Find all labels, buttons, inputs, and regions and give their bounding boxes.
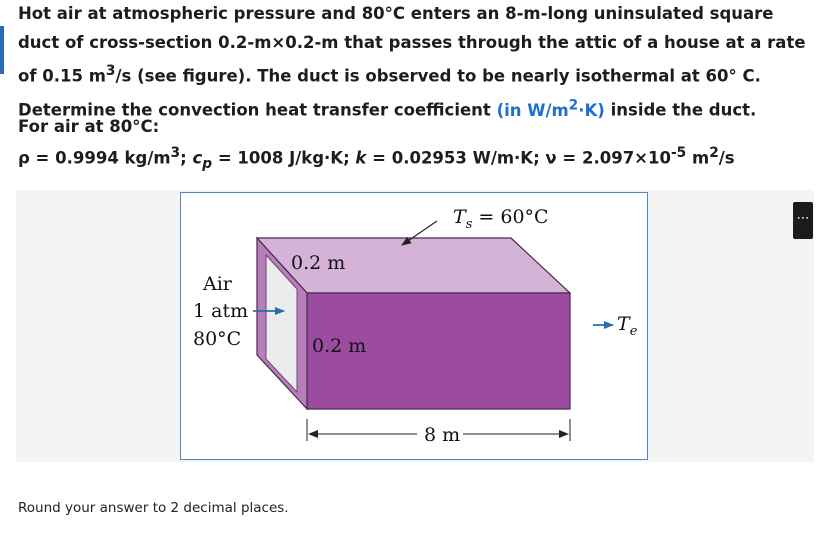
exit-temp-label: Te	[617, 313, 638, 339]
width-dimension: 0.2 m	[312, 335, 366, 357]
rounding-instruction: Round your answer to 2 decimal places.	[18, 500, 289, 516]
accent-bar	[0, 26, 4, 74]
inlet-air-label: Air	[202, 273, 233, 295]
inlet-pressure-label: 1 atm	[193, 300, 248, 322]
problem-statement: Hot air at atmospheric pressure and 80°C…	[18, 4, 806, 120]
more-options-button[interactable]: ⋯	[793, 202, 813, 239]
duct-opening	[265, 253, 298, 394]
duct-figure: Ts = 60°C 0.2 m 0.2 m Air 1 atm 80°C Te …	[180, 192, 648, 460]
air-properties: ρ = 0.9994 kg/m3; cp = 1008 J/kg·K; k = …	[18, 145, 735, 172]
unit-hint: (in W/m2·K)	[496, 97, 605, 120]
given-label: For air at 80°C:	[18, 117, 160, 136]
length-dimension: 8 m	[424, 424, 460, 446]
height-dimension: 0.2 m	[291, 252, 345, 274]
surface-temp-label: Ts = 60°C	[453, 206, 549, 232]
inlet-temp-label: 80°C	[193, 328, 241, 350]
surface-temp-leader	[401, 220, 438, 246]
